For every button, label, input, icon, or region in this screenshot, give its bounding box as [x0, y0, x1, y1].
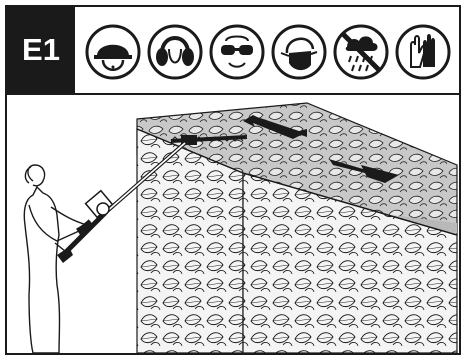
protective-gloves-icon — [395, 23, 451, 81]
ear-protection-icon — [147, 23, 203, 81]
no-rain-icon — [333, 23, 389, 81]
hedge-trimming-illustration — [7, 95, 459, 353]
safety-goggles-icon — [209, 23, 265, 81]
section-badge: E1 — [7, 7, 75, 93]
face-mask-icon — [271, 23, 327, 81]
hard-hat-icon — [85, 23, 141, 81]
operator-figure — [24, 165, 91, 353]
safety-header: E1 — [7, 7, 459, 93]
